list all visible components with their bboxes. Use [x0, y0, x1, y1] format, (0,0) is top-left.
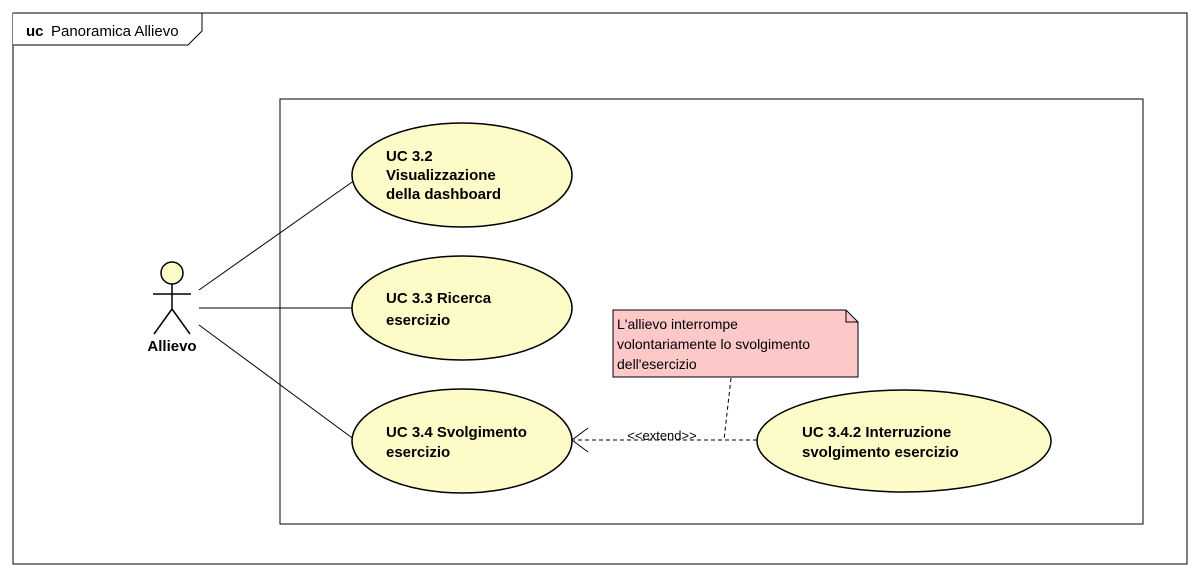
extend-arrowhead [571, 427, 589, 453]
extend-label: <<extend>> [627, 428, 696, 443]
uc33-line-1: UC 3.3 Ricerca [386, 290, 492, 307]
uc32-line-3: della dashboard [386, 186, 501, 203]
note-line-2: volontariamente lo svolgimento [617, 336, 810, 352]
uc32-line-1: UC 3.2 [386, 148, 433, 165]
uc33-line-2: esercizio [386, 312, 450, 329]
uc342-line-2: svolgimento esercizio [802, 444, 959, 461]
diagram-frame: uc Panoramica Allievo [12, 12, 1188, 565]
svg-text:L'allievo interrompe vol: L'allievo interrompe volontariamente lo … [617, 316, 814, 372]
note-anchor-line [723, 377, 732, 441]
actor-head [160, 261, 184, 285]
frame-tab [13, 12, 203, 46]
use-case-uc-3-4-2[interactable]: UC 3.4.2 Interruzione svolgimento eserci… [756, 389, 1052, 493]
frame-title: Panoramica Allievo [51, 23, 179, 40]
note-line-3: dell'esercizio [617, 356, 697, 372]
use-case-uc-3-4[interactable]: UC 3.4 Svolgimento esercizio [351, 388, 573, 494]
actor-name: Allievo [147, 338, 196, 355]
extend-relationship: <<extend>> [571, 427, 757, 453]
use-case-uc-3-2[interactable]: UC 3.2 Visualizzazione della dashboard [351, 122, 573, 228]
uc342-line-1: UC 3.4.2 Interruzione [802, 424, 951, 441]
note-fold [845, 310, 858, 323]
association-uc32 [198, 179, 356, 291]
uc34-line-1: UC 3.4 Svolgimento [386, 424, 527, 441]
uc32-line-2: Visualizzazione [386, 167, 496, 184]
uc34-line-2: esercizio [386, 444, 450, 461]
associations [198, 179, 356, 441]
actor-allievo[interactable]: Allievo [147, 261, 197, 355]
svg-text:UC 3.3 Ricerca esercizio: UC 3.3 Ricerca esercizio [386, 290, 495, 329]
svg-text:UC 3.4.2 Interruzione sv: UC 3.4.2 Interruzione svolgimento eserci… [802, 424, 959, 461]
svg-text:UC 3.4 Svolgimento eserc: UC 3.4 Svolgimento esercizio [386, 424, 531, 461]
svg-text:UC 3.2 Visualizzazione: UC 3.2 Visualizzazione della dashboard [386, 148, 501, 203]
frame-keyword: uc [26, 23, 44, 40]
association-uc34 [198, 324, 356, 441]
actor-right-leg [171, 308, 191, 335]
note[interactable]: L'allievo interrompe volontariamente lo … [612, 309, 859, 378]
system-boundary [279, 98, 1144, 525]
note-line-1: L'allievo interrompe [617, 316, 738, 332]
svg-text:uc Panoramica Allievo: uc Panoramica Allievo [26, 23, 179, 40]
actor-left-leg [153, 308, 173, 335]
use-case-uc-3-3[interactable]: UC 3.3 Ricerca esercizio [351, 255, 573, 361]
